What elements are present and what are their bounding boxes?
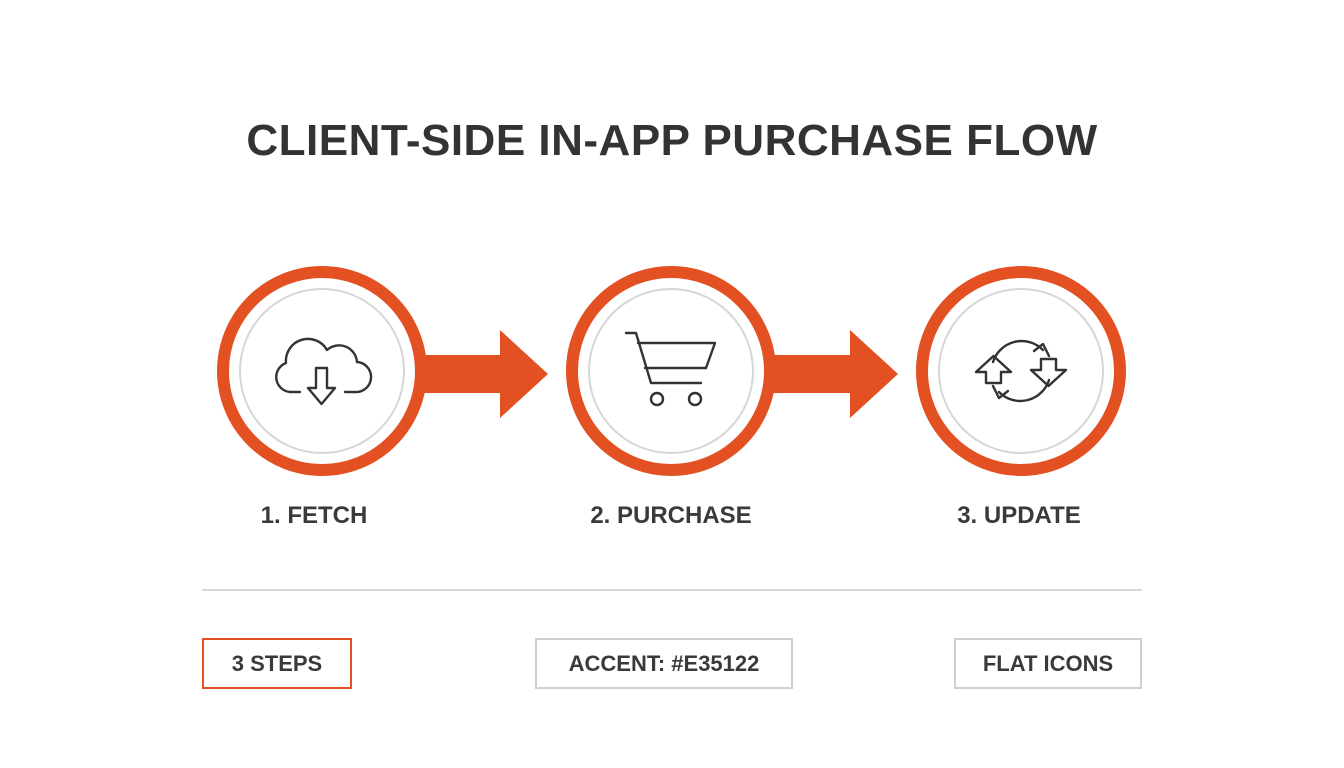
step-circle-1 [217,266,427,476]
step-circle-3 [916,266,1126,476]
step-label-fetch: 1. FETCH [260,502,368,529]
step-label-purchase: 2. PURCHASE [590,502,752,529]
steps-count-badge: 3 STEPS [202,638,352,689]
shopping-cart-icon [624,331,717,407]
page-title: CLIENT-SIDE IN-APP PURCHASE FLOW [246,116,1098,165]
step-label-update: 3. UPDATE [957,502,1081,529]
cloud-download-icon [275,337,373,406]
step-circle-2 [566,266,776,476]
divider [202,589,1142,591]
icon-style-badge: FLAT ICONS [954,638,1142,689]
refresh-icon [974,339,1068,403]
accent-color-badge: ACCENT: #E35122 [535,638,793,689]
